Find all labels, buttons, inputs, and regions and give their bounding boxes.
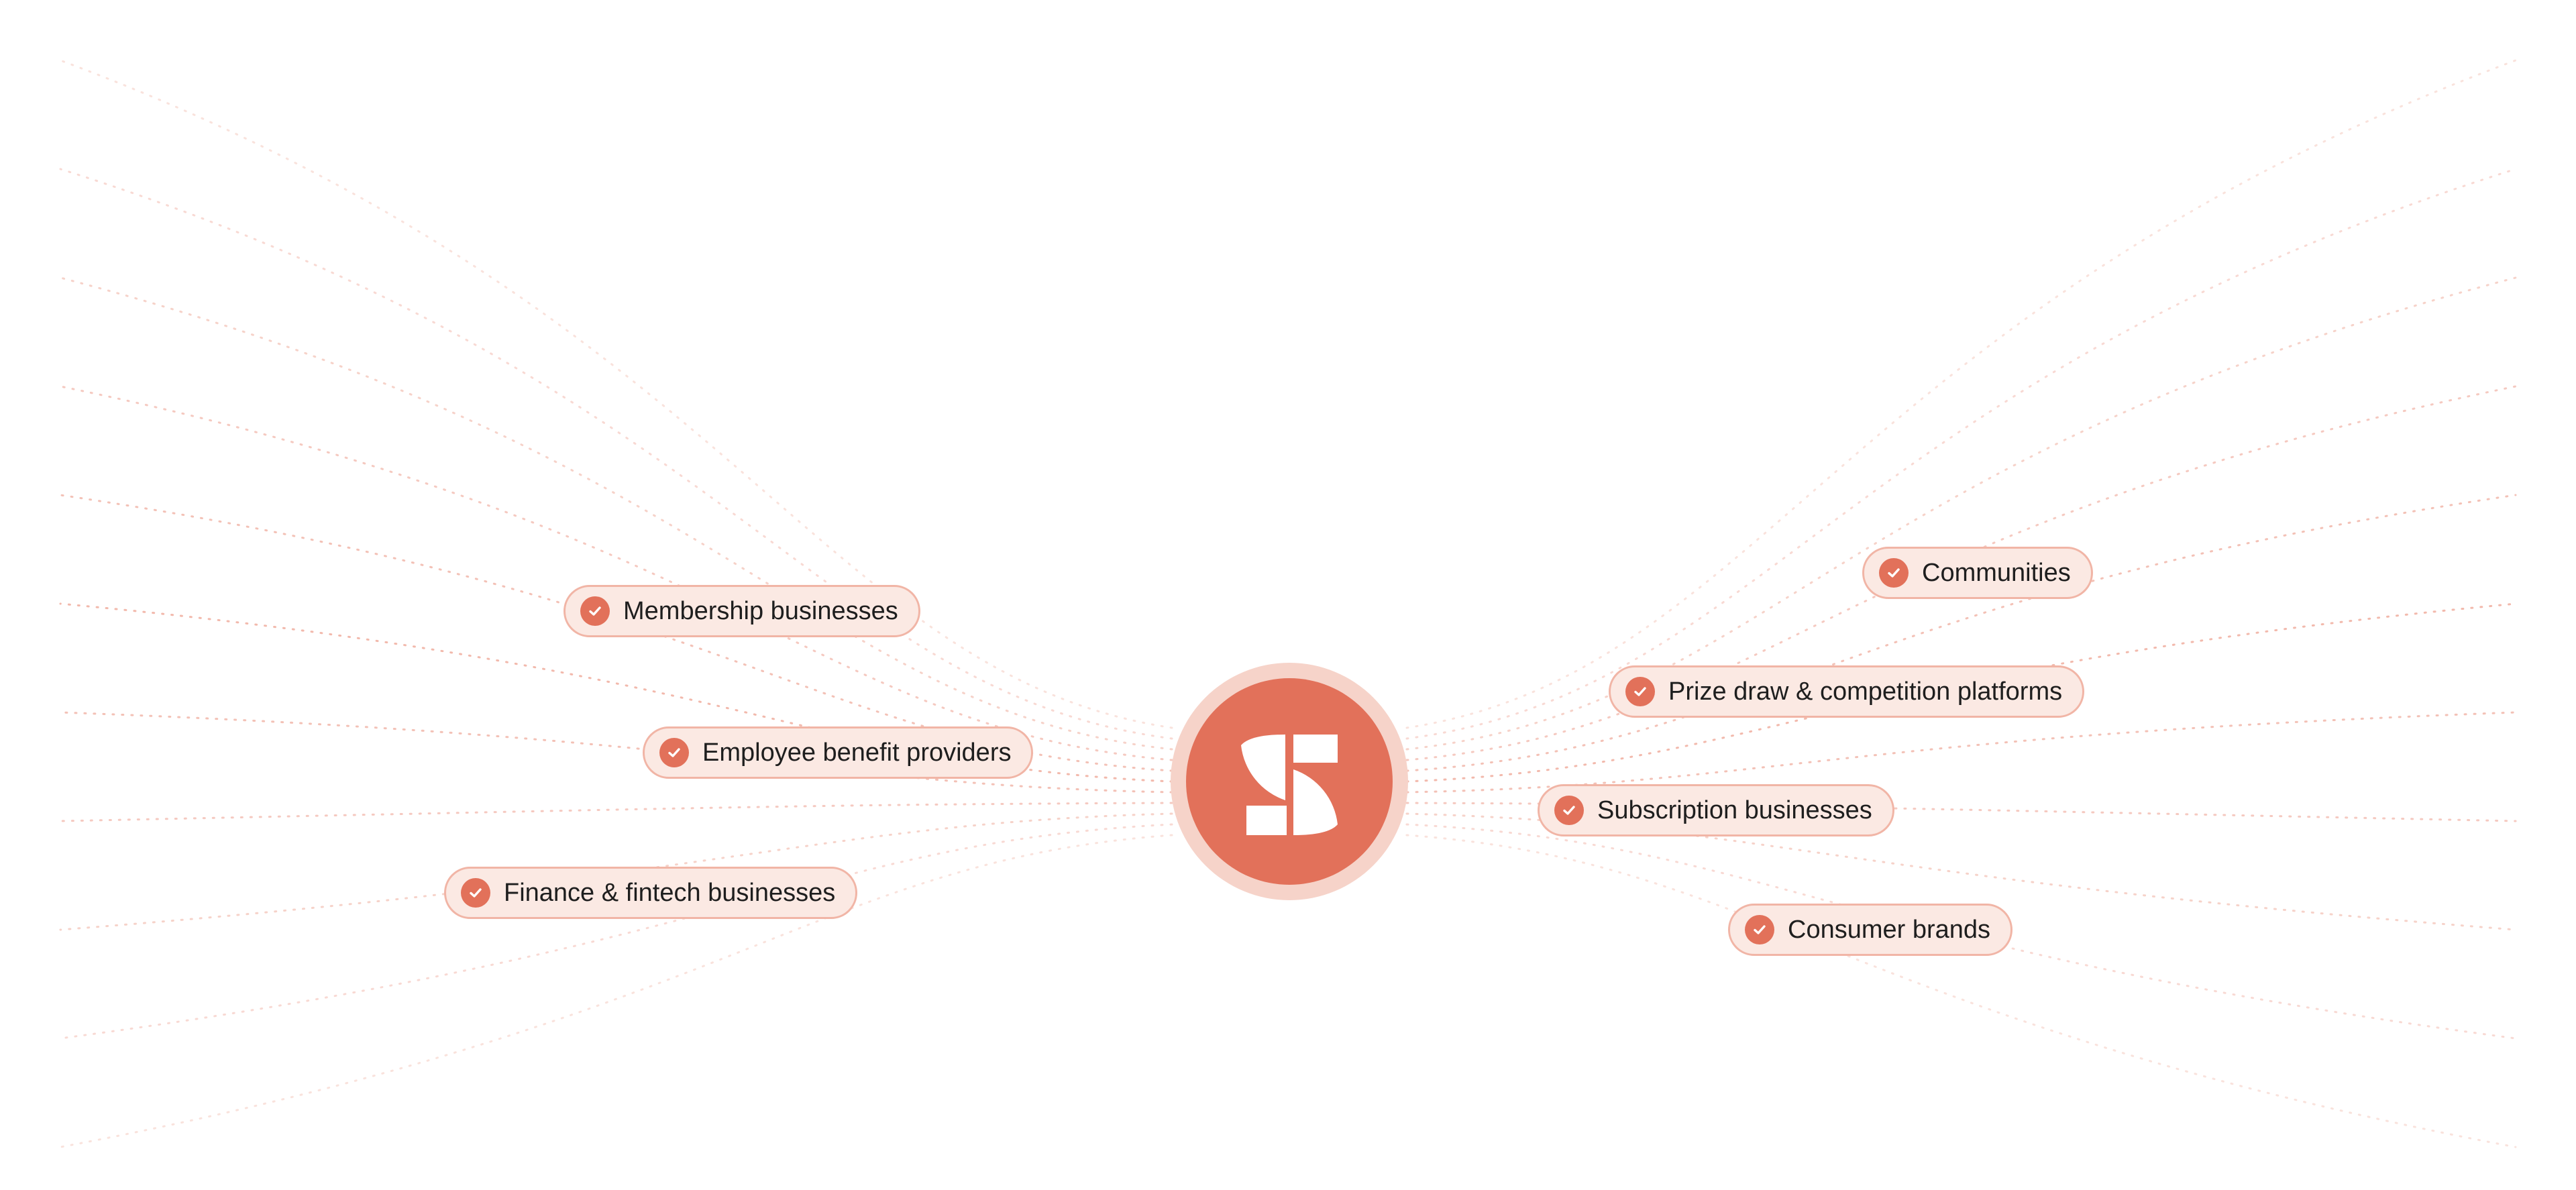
connector-line bbox=[1405, 812, 2517, 931]
category-pill-employee-benefits: Employee benefit providers bbox=[643, 726, 1034, 779]
connector-line bbox=[59, 602, 1173, 783]
check-circle-icon bbox=[1879, 558, 1909, 588]
category-pill-consumer-brands: Consumer brands bbox=[1728, 904, 2013, 956]
hub-logo bbox=[1186, 678, 1393, 885]
connector-line bbox=[59, 802, 1173, 822]
check-circle-icon bbox=[659, 738, 689, 767]
connector-line bbox=[1405, 276, 2517, 751]
category-pill-membership: Membership businesses bbox=[564, 585, 920, 637]
category-pill-subscription: Subscription businesses bbox=[1538, 784, 1894, 836]
category-label: Consumer brands bbox=[1788, 915, 1991, 944]
category-label: Finance & fintech businesses bbox=[504, 878, 836, 907]
connector-line bbox=[1405, 385, 2517, 761]
connector-line bbox=[59, 385, 1173, 761]
connector-line bbox=[59, 168, 1173, 740]
category-pill-finance-fintech: Finance & fintech businesses bbox=[444, 867, 858, 919]
category-pill-prize-draw: Prize draw & competition platforms bbox=[1609, 665, 2085, 718]
connector-line bbox=[59, 834, 1173, 1148]
connector-line bbox=[59, 494, 1173, 772]
category-label: Employee benefit providers bbox=[702, 738, 1012, 767]
category-pill-communities: Communities bbox=[1862, 547, 2093, 599]
connector-line bbox=[1405, 168, 2517, 740]
check-circle-icon bbox=[580, 596, 610, 626]
connector-line bbox=[59, 823, 1173, 1040]
connector-line bbox=[59, 711, 1173, 794]
connector-line bbox=[1405, 602, 2517, 783]
category-label: Communities bbox=[1922, 558, 2071, 587]
connector-line bbox=[1405, 59, 2517, 729]
s-logo-icon bbox=[1241, 735, 1338, 835]
category-label: Prize draw & competition platforms bbox=[1668, 677, 2063, 706]
category-label: Subscription businesses bbox=[1597, 796, 1872, 824]
check-circle-icon bbox=[461, 878, 490, 908]
check-circle-icon bbox=[1625, 677, 1655, 706]
category-label: Membership businesses bbox=[623, 596, 898, 625]
connector-line bbox=[1405, 494, 2517, 772]
connector-line bbox=[1405, 834, 2517, 1148]
check-circle-icon bbox=[1554, 796, 1584, 825]
connector-line bbox=[1405, 711, 2517, 794]
connector-line bbox=[59, 59, 1173, 729]
connector-line bbox=[59, 276, 1173, 751]
check-circle-icon bbox=[1745, 915, 1774, 944]
